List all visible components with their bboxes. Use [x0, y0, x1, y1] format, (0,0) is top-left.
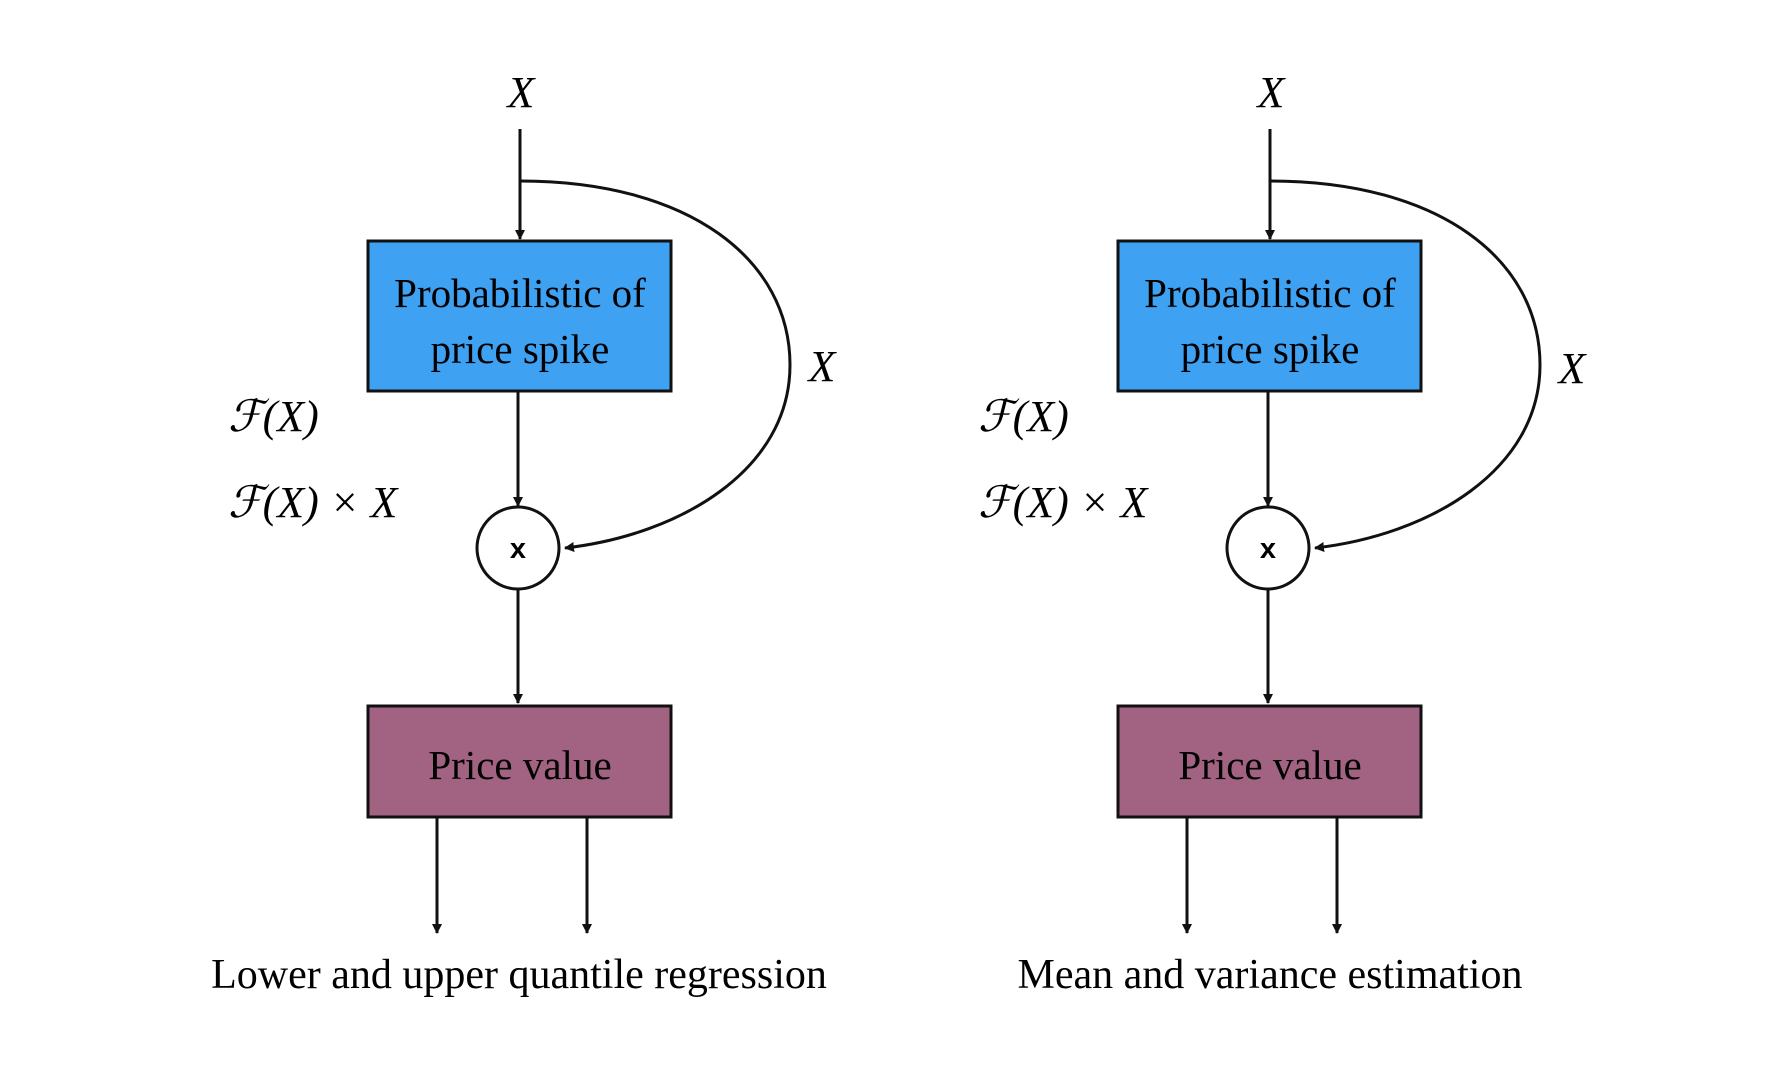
f-of-x-label: ℱ(X) [978, 392, 1069, 441]
input-x-label: X [506, 68, 537, 117]
skip-connection-arrow [519, 179, 792, 552]
price-value-label: Price value [428, 742, 611, 788]
panel-caption: Lower and upper quantile regression [211, 952, 827, 998]
multiply-symbol: x [1260, 533, 1276, 565]
f-of-x-label: ℱ(X) [228, 392, 319, 441]
skip-x-label: X [1557, 344, 1588, 393]
price-spike-label-line1: Probabilistic of [394, 270, 646, 316]
input-x-label: X [1256, 68, 1287, 117]
panel-caption: Mean and variance estimation [1018, 952, 1523, 998]
price-value-label: Price value [1178, 742, 1361, 788]
skip-x-label: X [807, 342, 838, 391]
price-spike-box [1116, 239, 1423, 393]
price-value-box [366, 704, 673, 819]
product-label: ℱ(X) × X [228, 478, 399, 527]
price-spike-label-line2: price spike [431, 326, 610, 372]
price-spike-box [366, 239, 673, 393]
price-spike-label-line2: price spike [1181, 326, 1360, 372]
panel-right: X X Probabilistic of price spike ℱ(X) ℱ(… [978, 68, 1588, 998]
panel-left: X X Probabilistic of price spike ℱ(X) ℱ(… [211, 68, 837, 998]
price-spike-label-line1: Probabilistic of [1144, 270, 1396, 316]
product-label: ℱ(X) × X [978, 478, 1149, 527]
multiply-symbol: x [510, 533, 526, 565]
skip-connection-arrow [1269, 179, 1542, 552]
price-value-box [1116, 704, 1423, 819]
